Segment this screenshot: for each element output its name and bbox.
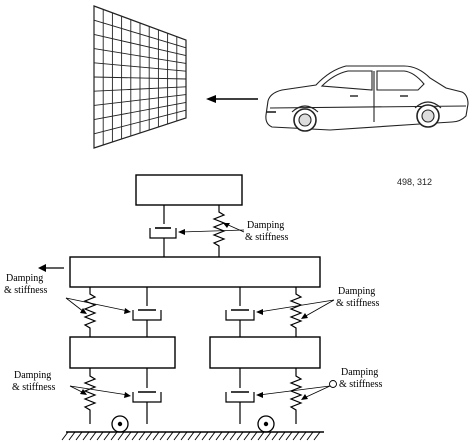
wheel-icon — [111, 415, 275, 433]
car-icon — [265, 65, 469, 132]
top-damper — [149, 205, 177, 257]
label-marker-icon — [329, 380, 337, 388]
lower-right-damper — [225, 368, 255, 424]
top-spring — [212, 205, 226, 257]
lower-right-label-line2: & stiffness — [339, 379, 383, 390]
upper-left-label-line1: Damping — [6, 273, 43, 284]
lower-left-damper — [132, 368, 162, 424]
upper-right-spring — [289, 287, 303, 337]
upper-left-label-line2: & stiffness — [4, 285, 48, 296]
ground-hatch-icon — [61, 431, 324, 441]
lower-right-mass — [209, 336, 321, 369]
top-mass — [135, 174, 243, 206]
left-direction-arrow-icon — [38, 264, 64, 272]
lower-right-damping-label: Damping & stiffness — [256, 367, 383, 400]
upper-left-spring — [83, 287, 97, 337]
lower-left-label-line1: Damping — [14, 370, 51, 381]
barrier-wall-icon — [93, 5, 187, 149]
top-damping-label-line1: Damping — [247, 220, 284, 231]
direction-arrow-icon — [206, 95, 258, 103]
coordinate-readout: 498, 312 — [397, 177, 432, 187]
top-damping-label-line2: & stiffness — [245, 232, 289, 243]
upper-right-label-line1: Damping — [338, 286, 375, 297]
lower-right-spring — [289, 368, 303, 424]
top-damping-label: Damping & stiffness — [178, 220, 289, 243]
lower-left-spring — [83, 368, 97, 424]
lower-right-label-line1: Damping — [341, 367, 378, 378]
lower-left-damping-label: Damping & stiffness — [12, 370, 131, 398]
upper-left-damper — [132, 287, 162, 337]
lower-left-mass — [69, 336, 176, 369]
lower-left-label-line2: & stiffness — [12, 382, 56, 393]
upper-right-label-line2: & stiffness — [336, 298, 380, 309]
upper-right-damping-label: Damping & stiffness — [256, 286, 380, 319]
upper-right-damper — [225, 287, 255, 337]
upper-left-damping-label: Damping & stiffness — [4, 273, 131, 314]
middle-mass — [69, 256, 321, 288]
